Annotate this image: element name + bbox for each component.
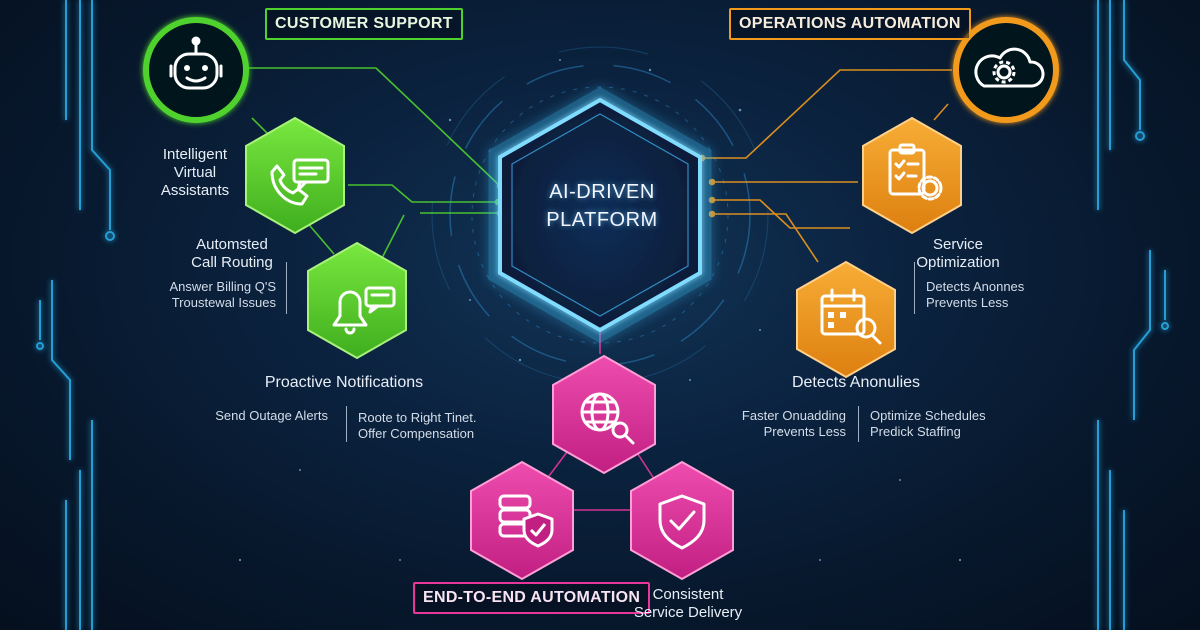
robot-circle <box>143 17 249 123</box>
anomaly-details-left: Faster Onuadding Prevents Less <box>741 408 846 439</box>
phone-chat-icon <box>270 158 330 206</box>
section-operations-automation: OPERATIONS AUTOMATION <box>729 8 971 40</box>
platform-hexagon <box>488 86 712 344</box>
anomaly-details-right: Optimize Schedules Predick Staffing <box>870 408 986 439</box>
cloud-gear-icon <box>974 47 1045 88</box>
platform-title-line2: PLATFORM <box>546 209 658 231</box>
robot-icon <box>169 36 223 90</box>
section-end-to-end-automation: END-TO-END AUTOMATION <box>413 582 651 614</box>
label-call-routing: Automsted Call Routing <box>191 236 273 271</box>
service-details: Detects Anonnes Prevents Less <box>926 279 1025 310</box>
call-routing-separator <box>286 262 287 314</box>
platform-title: AI-DRIVEN PLATFORM <box>520 178 684 234</box>
anomaly-separator <box>858 406 859 442</box>
service-separator <box>914 262 915 314</box>
notification-details-left: Send Outage Alerts <box>215 408 328 423</box>
checklist-gear-icon <box>888 143 943 201</box>
circuit-decoration-left <box>36 0 115 630</box>
circuit-decoration-right <box>1097 0 1169 630</box>
hex-globe-search <box>552 354 656 475</box>
label-detects-anomalies: Detects Anonulies <box>791 374 921 391</box>
label-proactive-notifications: Proactive Notifications <box>264 374 424 391</box>
shield-check-icon <box>658 494 706 550</box>
hex-detect-anomalies <box>796 260 896 379</box>
hex-proactive-notifications <box>307 241 407 360</box>
notification-separator <box>346 406 347 442</box>
notification-details-right: Roote to Right Tinet. Offer Compensation <box>358 410 477 441</box>
cloud-circle <box>953 17 1059 123</box>
call-routing-details: Answer Billing Q'S Troustewal Issues <box>169 279 276 310</box>
label-service-optimization: Service Optimization <box>916 236 1000 271</box>
platform-title-line1: AI-DRIVEN <box>549 181 655 203</box>
globe-search-icon <box>580 392 635 445</box>
particle-dots <box>238 59 962 562</box>
calendar-search-icon <box>820 288 882 345</box>
hex-shield-check <box>630 460 734 581</box>
database-shield-icon <box>498 494 554 548</box>
label-virtual-assistants: Intelligent Virtual Assistants <box>160 146 230 199</box>
label-consistent-delivery: Consistent Service Delivery <box>633 586 743 621</box>
bell-chat-icon <box>332 286 396 335</box>
section-customer-support: CUSTOMER SUPPORT <box>265 8 463 40</box>
